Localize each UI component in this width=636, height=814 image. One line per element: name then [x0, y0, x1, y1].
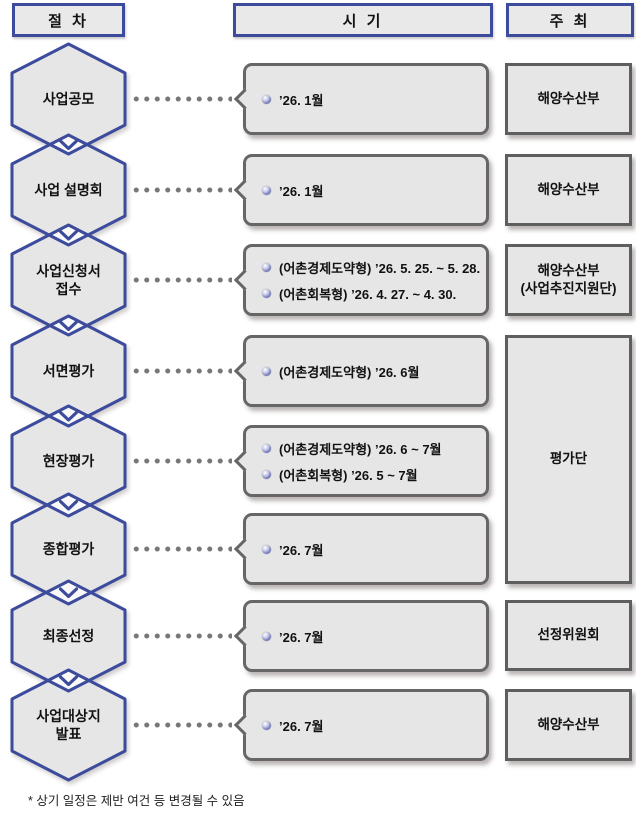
chevron-down-icon: [58, 410, 79, 422]
dotted-connector: [131, 457, 232, 465]
timing-bubble: ’26. 7월: [233, 513, 489, 585]
chevron-down-icon: [58, 139, 79, 151]
organizer-box: 해양수산부(사업추진지원단): [505, 244, 632, 316]
bullet-icon: [262, 366, 271, 376]
footnote: * 상기 일정은 제반 여건 등 변경될 수 있음: [28, 794, 245, 808]
junction-diamond: [49, 135, 88, 154]
junction-diamond: [46, 581, 91, 604]
step-label: 서면평가: [42, 362, 95, 379]
dotted-connector: [131, 367, 232, 375]
bubble-tail: [233, 714, 256, 736]
bubble-tail: [233, 450, 256, 472]
timing-bubble: (어촌경제도약형) ’26. 5. 25. ~ 5. 28. (어촌회복형) ’…: [233, 244, 489, 316]
organizer-box: 해양수산부: [505, 689, 632, 761]
timing-bubble: ’26. 7월: [233, 600, 489, 672]
header-organizer: 주 최: [506, 3, 634, 37]
timing-bubble: (어촌경제도약형) ’26. 6월: [233, 335, 489, 407]
bullet-icon: [262, 288, 271, 298]
dotted-connector: [131, 545, 232, 553]
header-timing: 시 기: [233, 3, 493, 37]
bullet-icon: [262, 544, 271, 554]
bubble-tail: [233, 269, 256, 291]
junction-diamond: [48, 670, 89, 691]
chevron-down-icon: [58, 499, 79, 511]
timing-bubble: ’26. 7월: [233, 689, 489, 761]
bubble-tail: [233, 360, 256, 382]
junction-diamond: [49, 316, 88, 335]
bubble-tail: [233, 179, 256, 201]
step-label: 사업공모: [42, 90, 95, 107]
step-label: 현장평가: [42, 452, 95, 469]
step-label: 최종선정: [42, 627, 95, 644]
timing-bubble: (어촌경제도약형) ’26. 6 ~ 7월 (어촌회복형) ’26. 5 ~ 7…: [233, 425, 489, 497]
chevron-down-icon: [58, 229, 79, 241]
chevron-down-icon: [58, 587, 79, 599]
bullet-icon: [262, 262, 271, 272]
timing-bubble: ’26. 1월: [233, 63, 489, 135]
bubble-tail: [233, 625, 256, 647]
step-label: 사업 설명회: [34, 181, 103, 198]
bullet-icon: [262, 469, 271, 479]
bullet-icon: [262, 443, 271, 453]
bubble-tail: [233, 88, 256, 110]
bubble-tail: [233, 538, 256, 560]
organizer-box: 해양수산부: [505, 154, 632, 226]
bullet-icon: [262, 720, 271, 730]
chevron-down-icon: [58, 320, 79, 332]
dotted-connector: [131, 632, 232, 640]
dotted-connector: [131, 95, 232, 103]
bullet-icon: [262, 185, 271, 195]
dotted-connector: [131, 276, 232, 284]
header-procedure: 절 차: [12, 3, 125, 37]
step-label: 종합평가: [42, 540, 95, 557]
bullet-icon: [262, 631, 271, 641]
junction-diamond: [47, 494, 90, 516]
dotted-connector: [131, 721, 232, 729]
junction-diamond: [49, 406, 88, 426]
chevron-down-icon: [58, 675, 79, 687]
timing-bubble: ’26. 1월: [233, 154, 489, 226]
junction-diamond: [49, 225, 88, 245]
dotted-connector: [131, 186, 232, 194]
organizer-box: 해양수산부: [505, 63, 632, 135]
organizer-box-merged: 평가단: [505, 335, 632, 584]
organizer-box: 선정위원회: [505, 600, 632, 671]
bullet-icon: [262, 94, 271, 104]
